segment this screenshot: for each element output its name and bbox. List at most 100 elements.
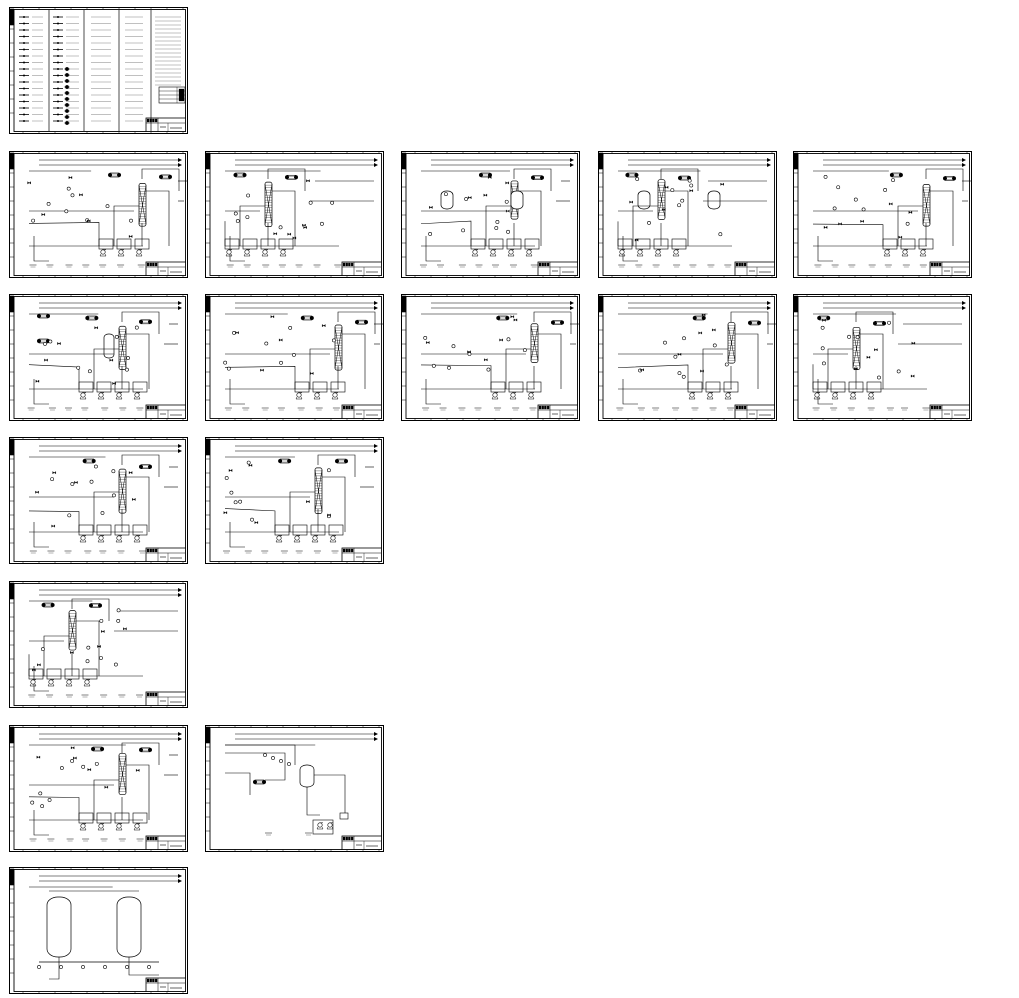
instrument-bubble xyxy=(238,499,243,504)
pump-symbol xyxy=(525,249,533,257)
instrument-bubble xyxy=(647,220,651,225)
drawing-sheet-legend[interactable] xyxy=(9,7,188,134)
instrument-bubble xyxy=(103,965,107,969)
instrument-bubble xyxy=(235,219,240,223)
instrument-bubble xyxy=(271,756,275,760)
pump-symbol xyxy=(491,392,499,400)
valve-symbol xyxy=(510,315,515,319)
pump-symbol xyxy=(279,249,287,257)
instrument-bubble xyxy=(113,662,118,667)
pump-symbol xyxy=(243,249,251,257)
revision-block xyxy=(205,295,211,313)
valve-symbol xyxy=(910,374,915,378)
valve-symbol xyxy=(310,371,314,375)
valve-symbol xyxy=(499,338,503,342)
heat-exchanger-symbol xyxy=(889,172,903,178)
valve-symbol xyxy=(68,176,73,180)
instrument-bubble xyxy=(226,366,231,371)
valve-symbol xyxy=(874,348,878,352)
line-tag xyxy=(315,407,323,411)
instrument-bubble xyxy=(506,337,511,342)
instrument-bubble xyxy=(279,360,283,365)
line-tag xyxy=(437,264,445,268)
instrument-bubble xyxy=(877,375,881,380)
drawing-sheet-pid-14[interactable] xyxy=(9,725,188,852)
drawing-sheet-pid-03[interactable] xyxy=(401,151,580,278)
instrument-bubble xyxy=(263,753,267,757)
drawing-sheet-pid-01[interactable] xyxy=(9,151,189,278)
title-block xyxy=(537,404,578,419)
line-tag xyxy=(295,264,303,268)
valve-symbol xyxy=(73,756,77,760)
line-tag xyxy=(868,264,876,268)
pump-symbol xyxy=(919,249,927,257)
drawing-sheet-pid-15[interactable] xyxy=(205,725,384,852)
revision-block xyxy=(401,295,407,313)
instrument-bubble xyxy=(444,192,448,196)
pump-symbol xyxy=(133,392,141,400)
title-block xyxy=(929,404,970,419)
drawing-sheet-pid-02[interactable] xyxy=(205,151,384,278)
distillation-column-symbol xyxy=(118,325,127,370)
title-block xyxy=(145,547,186,562)
valve-symbol xyxy=(888,202,893,206)
sheet-thumbnail xyxy=(9,867,188,994)
valve-symbol xyxy=(132,497,136,501)
instrument-bubble xyxy=(66,186,71,191)
drawing-sheet-pid-07[interactable] xyxy=(205,294,385,421)
instrument-bubble xyxy=(126,356,130,360)
line-tag xyxy=(884,264,892,268)
drawing-sheet-pid-13[interactable] xyxy=(9,581,188,708)
instrument-bubble xyxy=(116,619,121,623)
valve-symbol xyxy=(123,627,127,631)
vessel-symbol xyxy=(299,764,315,788)
drawing-sheet-pid-11[interactable] xyxy=(9,437,188,564)
instrument-bubble xyxy=(59,965,63,969)
line-tag xyxy=(652,407,660,411)
line-tag xyxy=(334,264,342,268)
pump-symbol xyxy=(326,822,334,830)
pump-symbol xyxy=(331,392,339,400)
instrument-bubble xyxy=(278,225,283,230)
instrument-bubble xyxy=(111,469,116,474)
instrument-bubble xyxy=(506,229,510,234)
drawing-sheet-pid-06[interactable] xyxy=(9,294,188,421)
drawing-sheet-pid-16[interactable] xyxy=(9,867,188,994)
instrument-bubble xyxy=(70,482,75,486)
title-block xyxy=(341,547,382,562)
instrument-bubble xyxy=(680,198,685,203)
heat-exchanger-symbol xyxy=(285,174,298,180)
instrument-bubble xyxy=(820,346,825,351)
instrument-bubble xyxy=(853,197,858,202)
drawing-sheet-pid-08[interactable] xyxy=(401,294,581,421)
instrument-bubble xyxy=(245,215,250,219)
instrument-bubble xyxy=(428,232,433,236)
line-tag xyxy=(331,550,339,554)
instrument-bubble xyxy=(689,183,694,188)
revision-block xyxy=(9,295,15,313)
valve-symbol xyxy=(327,513,331,517)
drawing-sheet-pid-09[interactable] xyxy=(598,294,778,421)
heat-exchanger-symbol xyxy=(625,172,639,178)
drawing-sheet-pid-04[interactable] xyxy=(598,151,777,278)
valve-symbol xyxy=(487,175,492,179)
pump-symbol xyxy=(867,392,875,400)
instrument-bubble xyxy=(229,490,234,495)
line-tag xyxy=(99,264,107,268)
title-block xyxy=(145,977,186,992)
drawing-sheet-pid-10[interactable] xyxy=(793,294,972,421)
vessel-symbol xyxy=(637,190,651,210)
pump-symbol xyxy=(115,392,123,400)
heat-exchanger-symbol xyxy=(108,172,122,178)
instrument-bubble xyxy=(81,764,86,769)
instrument-bubble xyxy=(451,344,456,349)
process-flow xyxy=(812,301,966,411)
pump-symbol xyxy=(813,392,821,400)
drawing-sheet-pid-12[interactable] xyxy=(205,437,384,564)
instrument-bubble xyxy=(847,334,851,339)
drawing-sheet-pid-05[interactable] xyxy=(793,151,973,278)
sheet-thumbnail xyxy=(401,294,581,421)
line-tag xyxy=(277,407,285,411)
sheet-thumbnail xyxy=(598,294,778,421)
line-tag xyxy=(65,264,73,268)
